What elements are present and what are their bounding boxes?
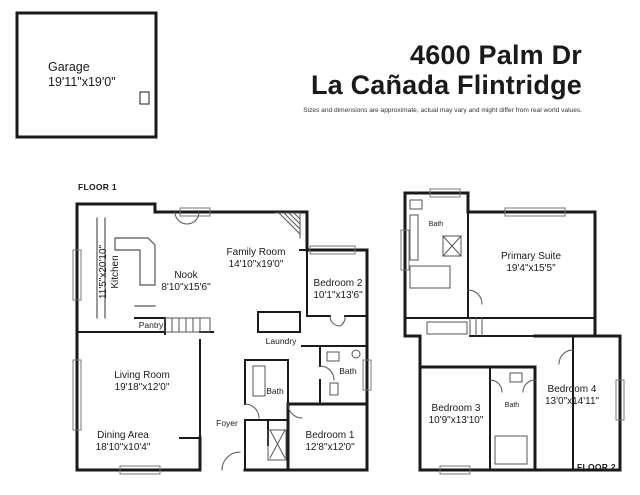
floor1-windows <box>72 207 372 475</box>
bedroom4-size: 13'0"x14'11" <box>544 396 600 407</box>
floor2-doors <box>467 289 574 393</box>
kitchen-size: 11'5"x20'10" <box>98 244 109 300</box>
family-room-name: Family Room <box>226 247 286 258</box>
family-room-size: 14'10"x19'0" <box>228 259 284 270</box>
room-bath-mid: Bath <box>505 402 519 410</box>
floor2-label: FLOOR 2 <box>577 462 616 472</box>
room-kitchen: 11'5"x20'10" Kitchen <box>98 245 122 299</box>
room-primary-suite: Primary Suite 19'4"x15'5" <box>501 251 561 275</box>
room-bath-a: Bath <box>266 386 284 396</box>
room-bedroom-2: Bedroom 2 10'1"x13'6" <box>313 278 362 302</box>
living-room-name: Living Room <box>114 370 170 381</box>
room-pantry: Pantry <box>139 320 164 330</box>
bedroom3-name: Bedroom 3 <box>431 403 481 414</box>
kitchen-name: Kitchen <box>110 255 121 289</box>
bedroom2-name: Bedroom 2 <box>313 278 363 289</box>
address-line-2: La Cañada Flintridge <box>310 70 582 100</box>
address-line-1: 4600 Palm Dr <box>409 40 582 70</box>
room-laundry: Laundry <box>266 336 297 346</box>
garage-walls <box>15 11 158 139</box>
floor2-fixtures <box>409 199 528 465</box>
bath-top-name: Bath <box>428 221 444 228</box>
bedroom2-size: 10'1"x13'6" <box>313 290 363 301</box>
room-bedroom-1: Bedroom 1 12'8"x12'0" <box>305 430 354 454</box>
room-bedroom-4: Bedroom 4 13'0"x14'11" <box>545 384 599 408</box>
garage-name: Garage <box>48 60 90 74</box>
pantry-name: Pantry <box>138 320 164 330</box>
bath-b-name: Bath <box>339 366 357 376</box>
bedroom4-name: Bedroom 4 <box>547 384 597 395</box>
room-garage: Garage 19'11"x19'0" <box>48 60 116 90</box>
primary-suite-size: 19'4"x15'5" <box>506 263 556 274</box>
laundry-name: Laundry <box>265 336 297 346</box>
floor2-walls <box>403 191 622 472</box>
room-family-room: Family Room 14'10"x19'0" <box>227 247 286 271</box>
bath-a-name: Bath <box>266 386 284 396</box>
living-room-size: 19'18"x12'0" <box>114 382 170 393</box>
foyer-name: Foyer <box>216 418 238 428</box>
nook-size: 8'10"x15'6" <box>161 282 211 293</box>
room-bath-top: Bath <box>429 221 443 229</box>
bedroom1-name: Bedroom 1 <box>305 430 355 441</box>
floor1-bath-fixtures <box>252 349 361 461</box>
garage-size: 19'11"x19'0" <box>48 75 116 89</box>
bedroom1-size: 12'8"x12'0" <box>305 442 355 453</box>
nook-name: Nook <box>174 270 198 281</box>
floor1-doors <box>174 211 346 471</box>
room-bedroom-3: Bedroom 3 10'9"x13'10" <box>429 403 484 427</box>
bath-mid-name: Bath <box>504 402 520 409</box>
bedroom3-size: 10'9"x13'10" <box>428 415 484 426</box>
floor1-stairs <box>164 212 301 333</box>
room-bath-b: Bath <box>339 366 357 376</box>
kitchen-counters <box>96 217 156 319</box>
disclaimer-text: Sizes and dimensions are approximate, ac… <box>303 107 582 114</box>
floor1-label: FLOOR 1 <box>78 182 117 192</box>
room-dining-area: Dining Area 18'10"x10'4" <box>96 430 151 454</box>
floor2-windows <box>400 188 625 475</box>
room-foyer: Foyer <box>216 418 238 428</box>
dining-area-size: 18'10"x10'4" <box>95 442 151 453</box>
room-nook: Nook 8'10"x15'6" <box>161 270 210 294</box>
floor2-interior-walls <box>404 211 596 471</box>
room-living-room: Living Room 19'18"x12'0" <box>114 370 170 394</box>
dining-area-name: Dining Area <box>97 430 149 441</box>
primary-suite-name: Primary Suite <box>500 251 562 262</box>
